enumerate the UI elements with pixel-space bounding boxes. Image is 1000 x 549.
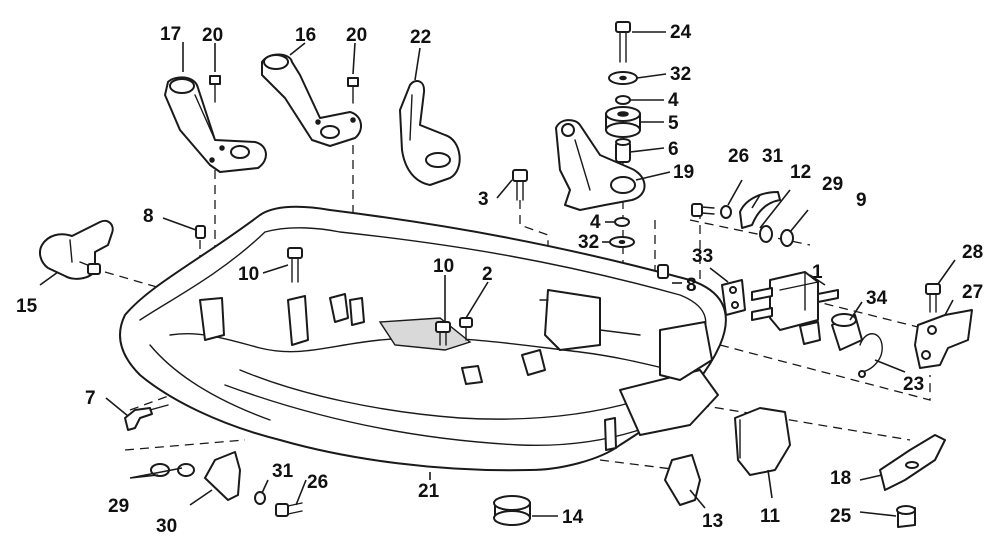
cap-34 [831,313,863,351]
callout-20-right: 20 [346,25,367,46]
bolt-28 [925,283,941,313]
callout-10-left: 10 [238,264,259,285]
bracket-17 [164,76,267,173]
washer-4-bottom [614,217,630,227]
callout-25: 25 [830,506,852,527]
callout-4-top: 4 [668,90,679,111]
bracket-18 [879,434,946,491]
callout-9: 9 [856,190,867,211]
bracket-19 [555,119,646,211]
grommet-5 [605,106,641,138]
callout-24: 24 [670,22,692,43]
callout-8-right: 8 [686,275,697,296]
callout-6: 6 [668,139,679,160]
fitting-8-left [195,225,206,239]
callout-12: 12 [790,162,811,183]
callout-13: 13 [702,511,723,532]
callout-29-bottom: 29 [108,496,129,517]
clamp-23 [858,333,883,378]
grommet-14 [493,495,531,526]
clip-30 [204,451,241,501]
handle-15 [39,219,114,280]
callout-3: 3 [478,189,489,210]
leader-lines [39,31,956,517]
callout-30: 30 [156,516,177,537]
callout-29-top: 29 [822,174,843,195]
callout-32-top: 32 [670,64,691,85]
callout-8-left: 8 [143,206,154,227]
handle-11 [734,407,791,476]
washers-29-bottom [150,463,195,477]
callout-1: 1 [812,262,823,283]
callout-21: 21 [418,481,440,502]
callout-33: 33 [692,246,713,267]
bolt-24 [615,21,631,63]
bracket-22 [399,79,461,186]
washer-29-top [759,225,773,243]
callout-16: 16 [295,25,316,46]
lower-cowl-pan [119,205,727,472]
bolt-20-left [209,75,221,103]
bolt-3 [512,169,528,201]
callout-22: 22 [410,27,431,48]
callout-32-bottom: 32 [578,232,599,253]
clip-12 [739,191,781,229]
callout-15: 15 [16,296,38,317]
sleeve-6 [615,138,631,163]
callout-20-left: 20 [202,25,223,46]
callout-4-bottom: 4 [590,212,601,233]
fitting-8-right [657,264,669,279]
callout-26-bottom: 26 [307,472,328,493]
washer-9 [780,229,794,247]
clip-13 [664,454,701,506]
callout-31-bottom: 31 [272,461,294,482]
callout-5: 5 [668,113,679,134]
callout-14: 14 [562,507,584,528]
washer-32-bottom [609,236,635,248]
washer-31-bottom [254,491,266,505]
plate-33 [721,279,746,316]
callout-23: 23 [903,374,924,395]
bolt-26-bottom [275,502,303,517]
bracket-16 [261,53,362,147]
bolt-10-left [287,247,303,283]
callout-18: 18 [830,468,851,489]
washer-4-top [615,95,631,105]
callout-28: 28 [962,242,983,263]
callout-labels: 17 20 16 20 22 24 32 4 5 6 19 3 4 32 8 1… [16,22,983,537]
callout-7: 7 [85,388,96,409]
screw-25 [896,505,916,528]
callout-10-center: 10 [433,256,454,277]
bolt-20-right [347,77,359,104]
callout-19: 19 [673,162,694,183]
callout-17: 17 [160,24,181,45]
callout-2: 2 [482,264,493,285]
callout-34: 34 [866,288,888,309]
bolt-10-center [435,321,451,346]
callout-31-top: 31 [762,146,784,167]
washer-31-top [720,205,732,219]
bracket-27 [914,309,973,369]
callout-26-top: 26 [728,146,749,167]
callout-11: 11 [760,506,781,527]
callout-27: 27 [962,282,983,303]
washer-32-top [608,71,638,85]
fuel-connector-1 [751,271,839,345]
bolt-26-top [691,203,715,217]
screw-7 [124,404,169,431]
